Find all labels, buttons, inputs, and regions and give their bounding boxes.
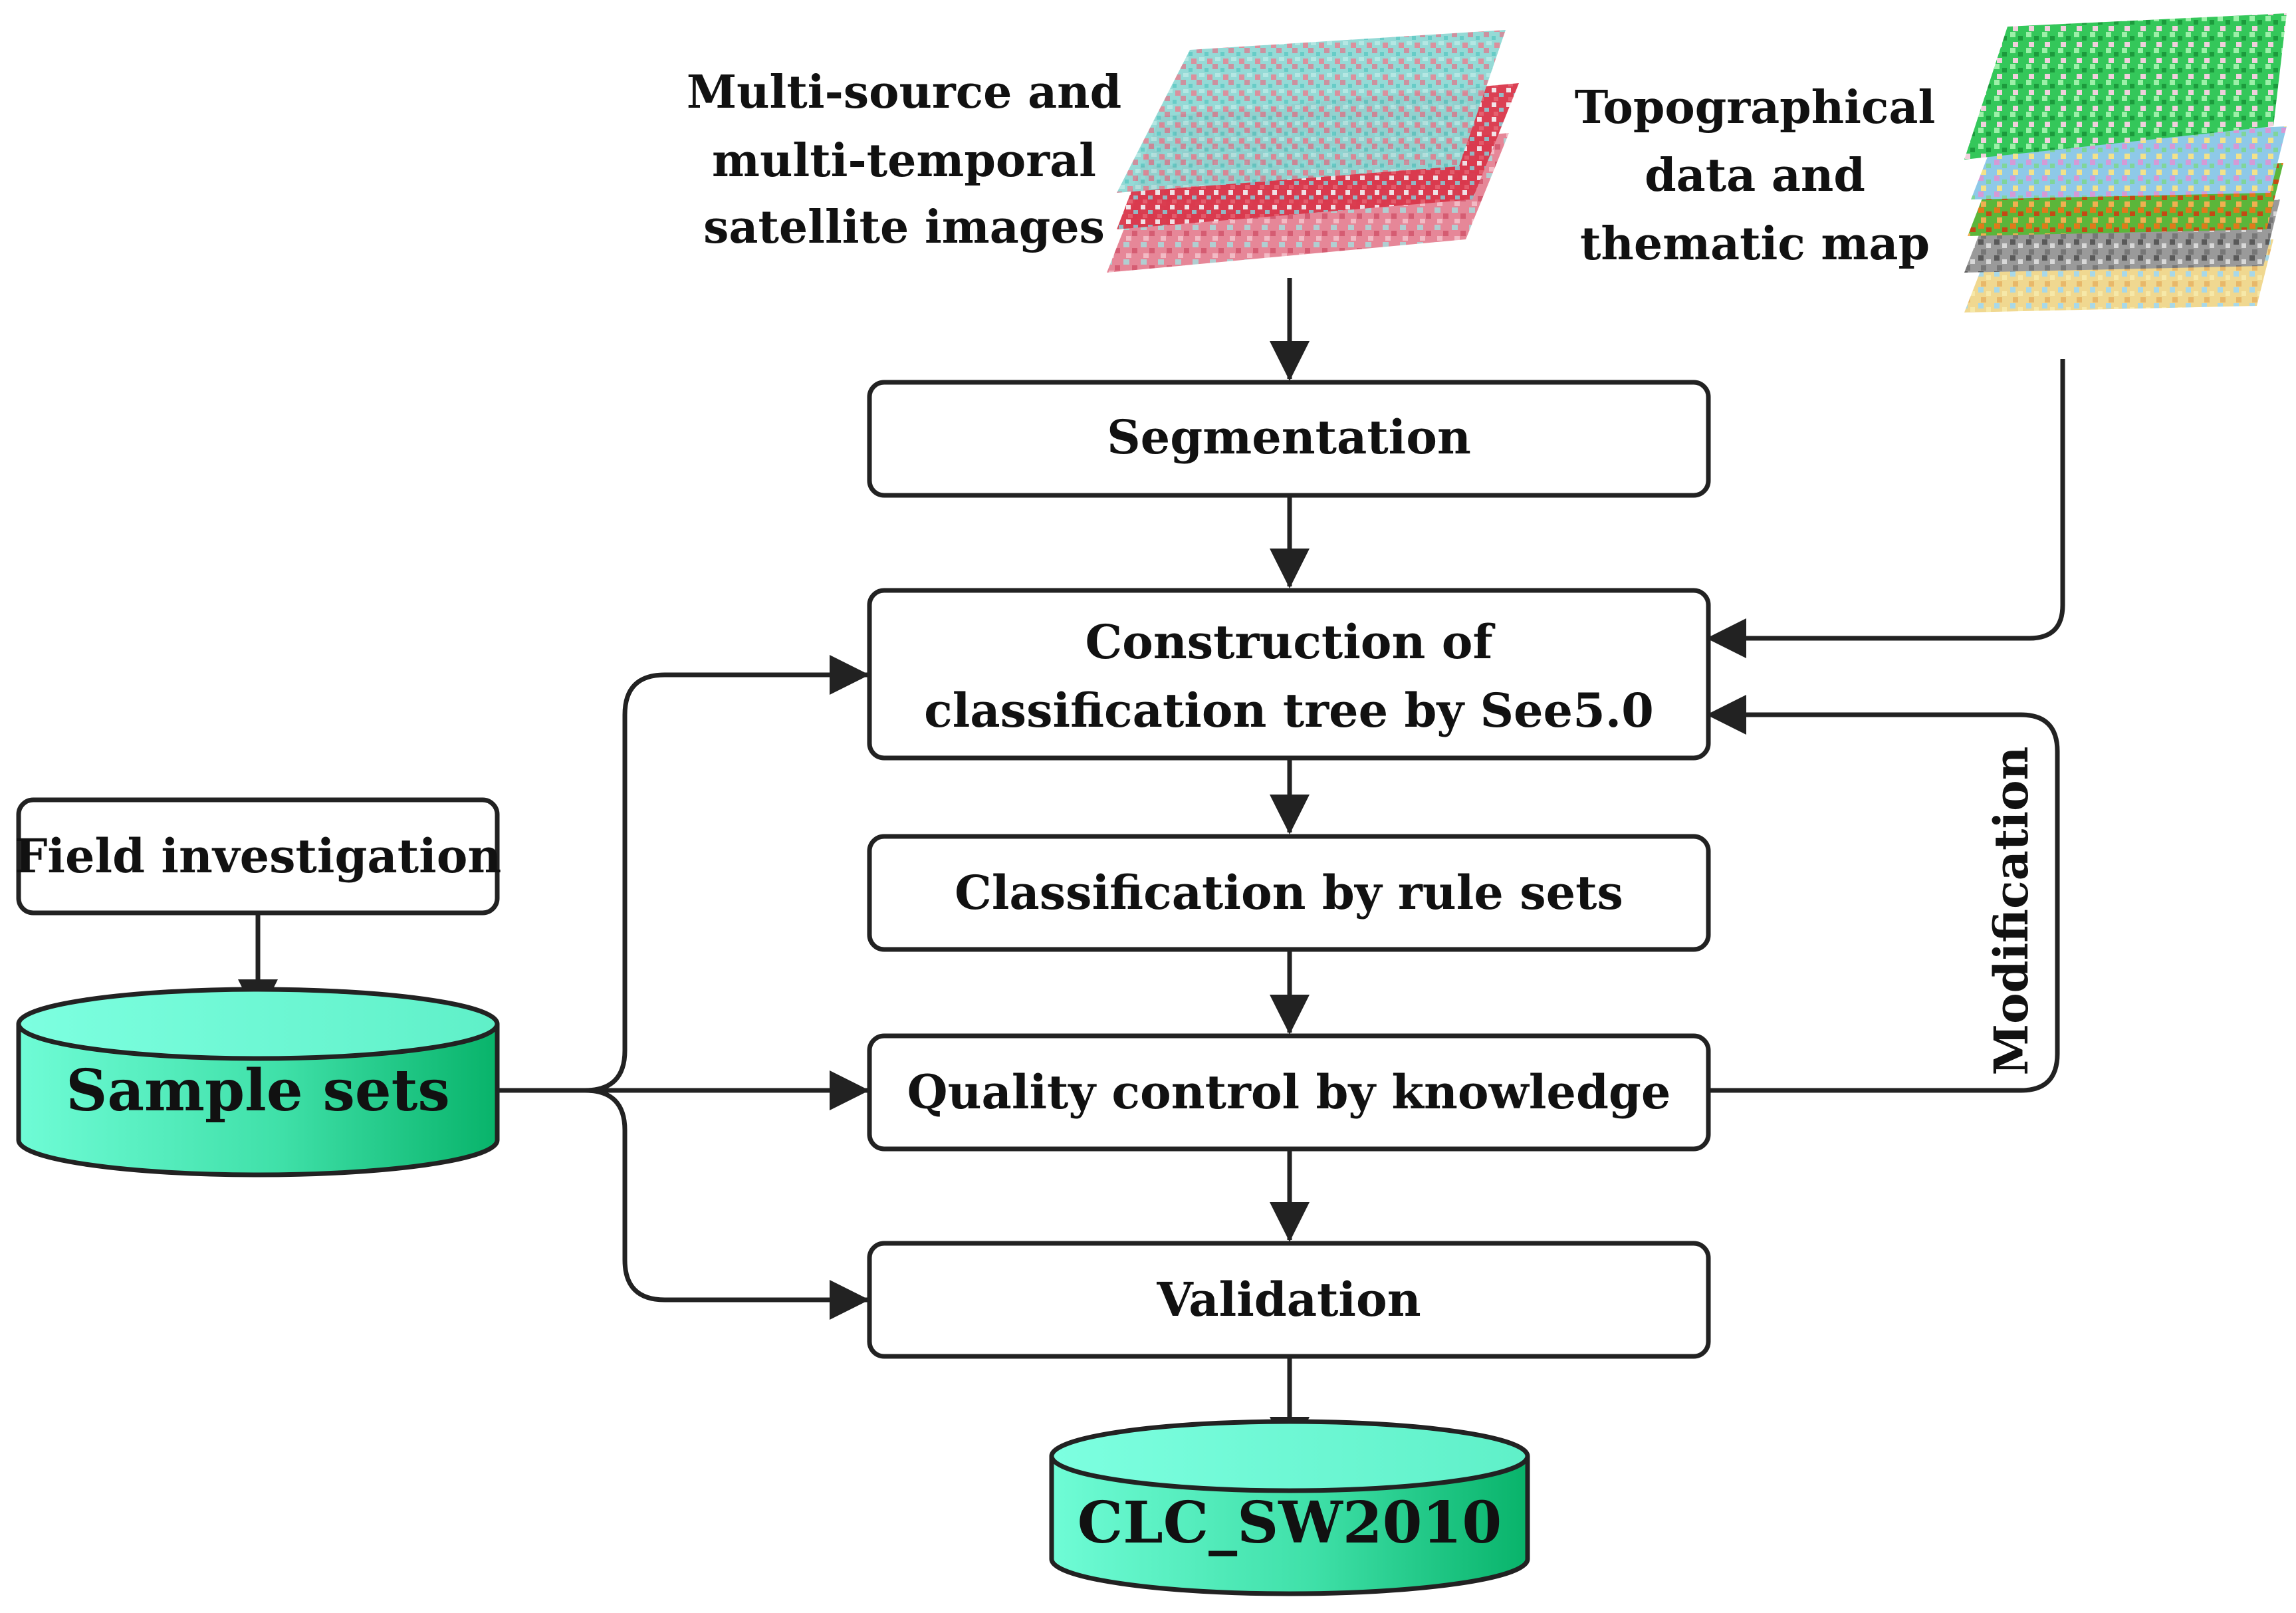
connectors <box>238 278 2065 1457</box>
quality-label: Quality control by knowledge <box>907 1064 1671 1120</box>
arrow-samples-to-construction <box>584 655 869 1093</box>
satellite-label-line-3: satellite images <box>703 201 1105 254</box>
satellite-image-stack <box>1107 30 1519 273</box>
satellite-label: Multi-source and multi-temporal satellit… <box>687 66 1121 254</box>
construction-label-line-2: classification tree by See5.0 <box>924 683 1654 738</box>
modification-label: Modification <box>1984 746 2039 1075</box>
satellite-label-line-1: Multi-source and <box>687 66 1121 119</box>
field-investigation-box: Field investigation <box>15 797 502 916</box>
output-database: CLC_SW2010 <box>1049 1419 1530 1596</box>
quality-box: Quality control by knowledge <box>867 1033 1711 1152</box>
segmentation-label: Segmentation <box>1107 410 1471 465</box>
topo-label-line-2: data and <box>1645 149 1865 202</box>
construction-box: Construction of classification tree by S… <box>867 588 1711 761</box>
topo-label-line-1: Topographical <box>1575 81 1936 134</box>
topographic-map-stack <box>1964 13 2287 312</box>
arrow-samples-to-validation <box>584 1088 869 1320</box>
sample-sets-label: Sample sets <box>66 1057 450 1124</box>
topo-layer-1 <box>1964 13 2287 160</box>
arrow-topo-to-construction <box>1706 359 2065 658</box>
topo-label: Topographical data and thematic map <box>1575 81 1936 271</box>
output-label: CLC_SW2010 <box>1078 1489 1502 1556</box>
classification-label: Classification by rule sets <box>955 865 1623 920</box>
satellite-label-line-2: multi-temporal <box>712 134 1096 187</box>
sample-sets-database: Sample sets <box>16 987 500 1178</box>
classification-box: Classification by rule sets <box>867 834 1711 952</box>
topo-label-line-3: thematic map <box>1580 217 1930 271</box>
arrow-modification-loop <box>1706 695 2060 1093</box>
construction-label-line-1: Construction of <box>1085 614 1495 670</box>
validation-box: Validation <box>867 1241 1711 1359</box>
satellite-layer-1 <box>1117 30 1506 193</box>
field-investigation-label: Field investigation <box>15 828 502 884</box>
validation-label: Validation <box>1156 1272 1421 1327</box>
segmentation-box: Segmentation <box>867 380 1711 498</box>
